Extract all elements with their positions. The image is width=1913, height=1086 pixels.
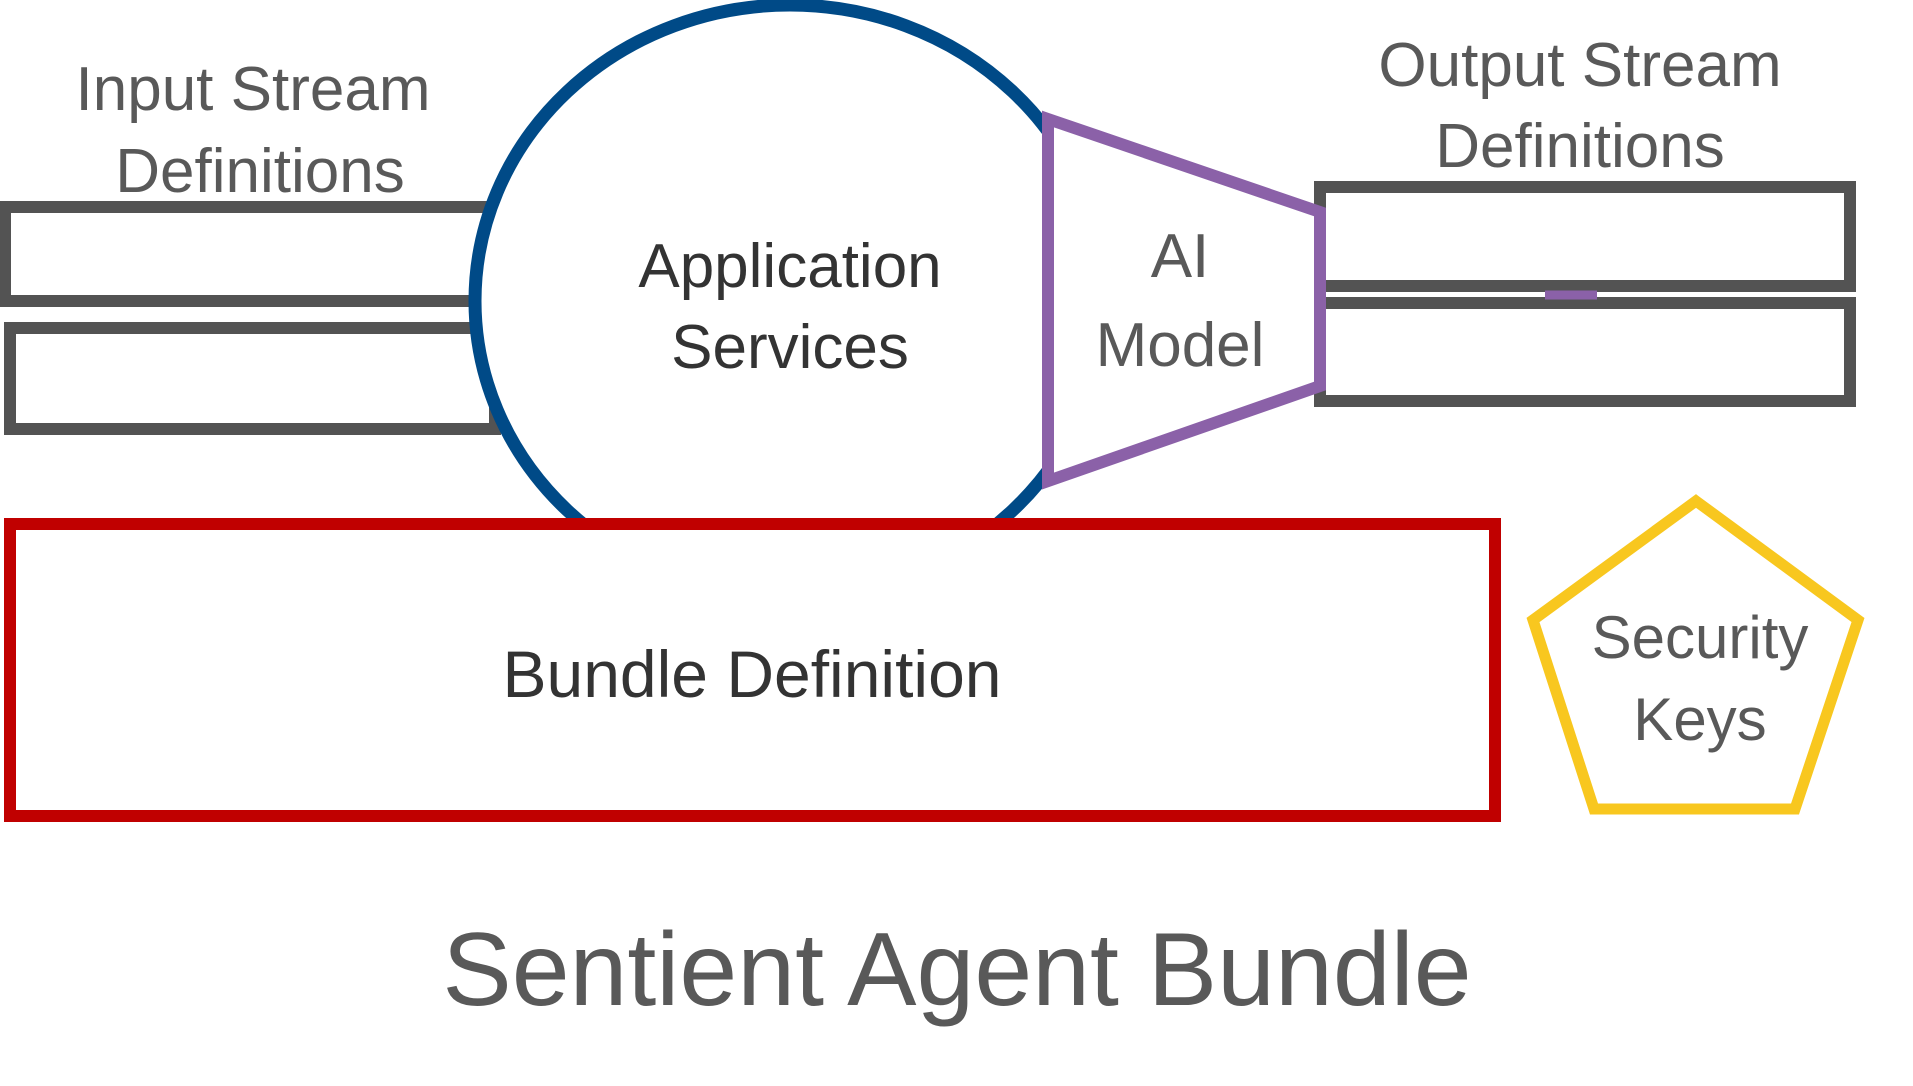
diagram-title: Sentient Agent Bundle (442, 912, 1471, 1028)
output-stream-label-line-2: Definitions (1435, 112, 1724, 181)
output-stream-box-1 (1314, 181, 1856, 292)
ai-model-label-line-2: Model (1096, 311, 1265, 380)
ai-model-label-line-1: AI (1151, 222, 1210, 291)
output-stream-label-line-1: Output Stream (1378, 31, 1781, 100)
ai-model-shape (1042, 110, 1326, 490)
bundle-definition-box (4, 518, 1501, 822)
bundle-definition-label: Bundle Definition (503, 637, 1002, 711)
input-stream-label-line-2: Definitions (115, 137, 404, 206)
input-stream-box-2 (4, 322, 501, 435)
security-keys-label-line-1: Security (1592, 604, 1809, 671)
input-stream-label-line-1: Input Stream (76, 55, 431, 124)
application-services-label-line-2: Services (671, 313, 909, 382)
application-services-label-line-1: Application (638, 232, 941, 301)
application-services-circle (468, 0, 1112, 604)
security-keys-pentagon (1526, 494, 1865, 815)
input-stream-box-1 (0, 201, 496, 307)
output-stream-box-2 (1314, 297, 1856, 407)
security-keys-label-line-2: Keys (1633, 686, 1766, 753)
